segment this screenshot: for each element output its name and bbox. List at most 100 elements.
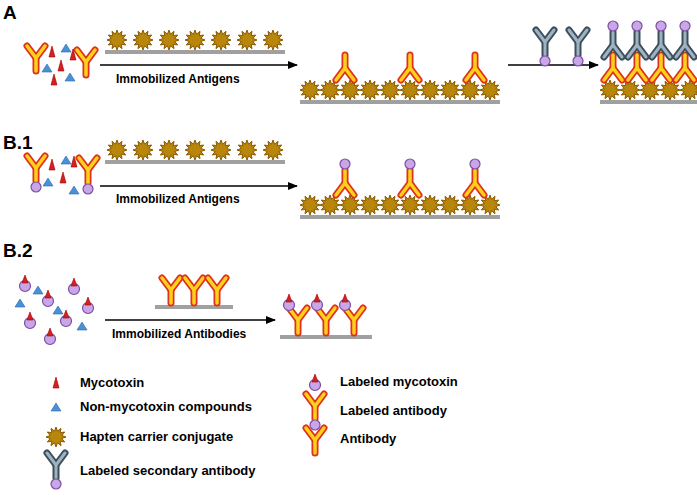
hapten-carrier-symbol [420,195,440,215]
ab-symbol [185,278,203,303]
hapten-carrier-symbol [159,30,179,50]
panel-letter: A [3,2,17,24]
legend-text: Mycotoxin [80,375,144,390]
myco-symbol [70,49,76,60]
hapten-carrier-symbol [420,80,440,100]
labeled-antibody-legend-symbol [306,394,324,430]
arrow-label: Immobilized Antigens [116,72,240,86]
non-symbol [61,44,71,52]
hapten-carrier-symbol [460,80,480,100]
non-symbol [69,186,79,194]
legend-text: Labeled secondary antibody [80,463,256,478]
hapten-carrier-symbol [263,140,283,160]
arrow-label: Immobilized Antibodies [112,327,246,341]
ab-symbol [345,308,363,333]
hapten-legend-symbol [46,427,66,447]
lmyco-symbol [83,297,94,314]
legend-text: Labeled mycotoxin [340,374,458,389]
hapten-carrier-symbol [380,80,400,100]
arrow-label: Immobilized Antigens [116,192,240,206]
hapten-carrier-symbol [263,30,283,50]
hapten-carrier-symbol [400,195,420,215]
hapten-carrier-symbol [185,140,205,160]
sec-symbol [628,21,646,57]
ab-symbol [466,55,484,80]
non-symbol [53,306,63,314]
myco-symbol [60,172,66,183]
hapten-carrier-symbol [440,80,460,100]
legend-text: Antibody [340,431,396,446]
hapten-carrier-symbol [237,30,257,50]
ab-symbol [27,46,45,71]
hapten-carrier-symbol [300,80,320,100]
myco-symbol [49,159,55,170]
hapten-carrier-symbol [107,30,127,50]
non-symbol [33,286,43,294]
hapten-carrier-symbol [340,80,360,100]
lab-symbol [27,156,45,192]
hapten-carrier-symbol [237,140,257,160]
mycotoxin-legend-symbol [53,377,59,388]
ab-symbol [77,50,95,75]
hapten-carrier-symbol [340,195,360,215]
non-symbol [61,156,71,164]
hapten-carrier-symbol [159,140,179,160]
ab-symbol [162,278,180,303]
legend-text: Hapten carrier conjugate [80,429,233,444]
ab-symbol [401,55,419,80]
lab-symbol [336,159,354,195]
antibody-legend-symbol [306,428,324,453]
lmyco-symbol [284,294,295,311]
hapten-carrier-symbol [185,30,205,50]
hapten-carrier-symbol [360,80,380,100]
sec-symbol [652,21,670,57]
lmyco-symbol [69,278,80,295]
solid-phase-plate [105,50,697,339]
sec-symbol [536,30,554,66]
lmyco-symbol [45,328,56,345]
ab-symbol [336,55,354,80]
myco-symbol [49,46,55,57]
sec-symbol [676,21,694,57]
non-symbol [43,178,53,186]
legend-text: Labeled antibody [340,403,447,418]
non-symbol [15,299,25,307]
hapten-carrier-symbol [360,195,380,215]
non-symbol [65,73,75,81]
hapten-carrier-symbol [300,195,320,215]
panel-letter: B.2 [3,240,33,262]
hapten-carrier-symbol [640,80,660,100]
ab-symbol [317,308,335,333]
reaction-arrow [100,65,598,320]
lab-symbol [466,159,484,195]
ab-symbol [208,278,226,303]
hapten-carrier-symbol [133,140,153,160]
panel-letter: B.1 [3,132,33,154]
lmyco-symbol [312,294,323,311]
non-symbol [42,64,52,72]
hapten-carrier-symbol [460,195,480,215]
hapten-carrier-symbol [107,140,127,160]
non-symbol [77,322,87,330]
hapten-carrier-symbol [133,30,153,50]
lmyco-symbol [43,290,54,307]
lmyco-symbol [340,294,351,311]
myco-symbol [71,156,77,167]
ab-symbol [289,308,307,333]
lab-symbol [401,159,419,195]
hapten-carrier-symbol [380,195,400,215]
myco-symbol [58,60,64,71]
sec-symbol [569,30,587,66]
non-mycotoxin-legend-symbol [51,403,61,411]
hapten-carrier-symbol [211,30,231,50]
legend-text: Non-mycotoxin compounds [80,399,252,414]
labeled-mycotoxin-legend-symbol [310,374,321,391]
secondary-antibody-legend-symbol [47,453,65,489]
hapten-carrier-symbol [400,80,420,100]
myco-symbol [51,74,57,85]
hapten-carrier-symbol [440,195,460,215]
lmyco-symbol [25,312,36,329]
hapten-carrier-symbol [211,140,231,160]
lmyco-symbol [20,275,31,292]
